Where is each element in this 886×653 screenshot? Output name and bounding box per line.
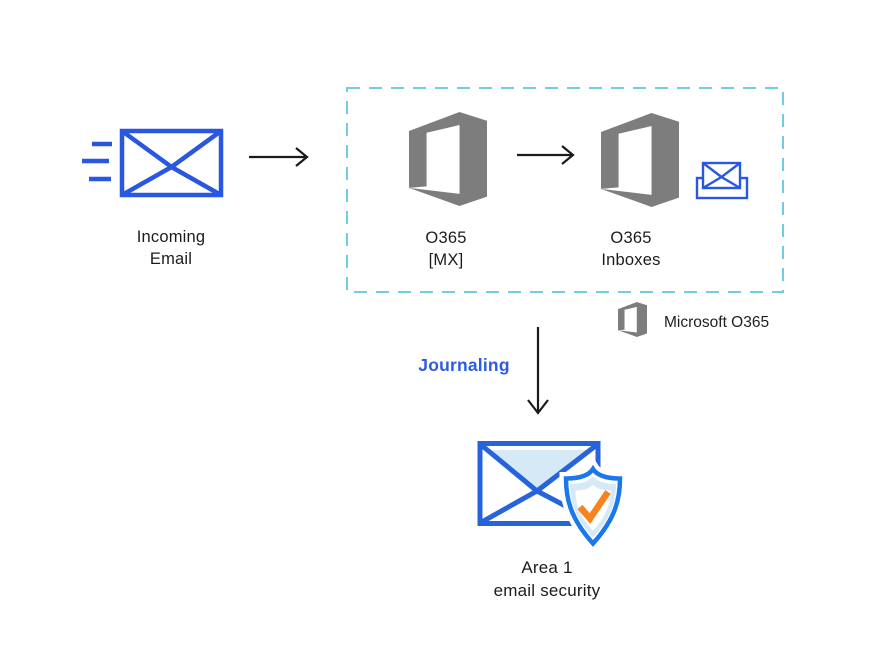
o365-inboxes-label-line1: O365 (610, 229, 652, 247)
check-mark-icon (577, 490, 611, 524)
incoming-email-label: Incoming Email (96, 226, 246, 270)
o365-mx-label-line1: O365 (425, 229, 467, 247)
o365-mx-label: O365 [MX] (371, 227, 521, 271)
incoming-email-label-line2: Email (149, 250, 193, 268)
office365-mx-logo-icon (409, 112, 487, 206)
arrow-incoming-to-o365-icon (249, 147, 309, 167)
area1-label-line2: email security (493, 581, 601, 600)
office365-inboxes-logo-icon (601, 113, 679, 207)
legend-office365-logo-icon (618, 302, 647, 337)
speeding-envelope-icon (82, 128, 224, 198)
o365-boundary-dashed-box (346, 87, 784, 293)
area1-label-line1: Area 1 (521, 558, 573, 577)
o365-inboxes-label: O365 Inboxes (556, 227, 706, 271)
o365-inboxes-label-line2: Inboxes (601, 251, 661, 269)
incoming-email-label-line1: Incoming (136, 228, 206, 246)
inbox-tray-envelope-icon (695, 161, 749, 200)
legend-label: Microsoft O365 (664, 314, 770, 331)
envelope-shield-check-icon (477, 441, 627, 551)
area1-label: Area 1 email security (467, 556, 627, 602)
arrow-mx-to-inboxes-icon (517, 145, 575, 165)
arrow-journaling-down-icon (527, 327, 549, 415)
journaling-label: Journaling (418, 355, 510, 375)
o365-mx-label-line2: [MX] (428, 251, 464, 269)
